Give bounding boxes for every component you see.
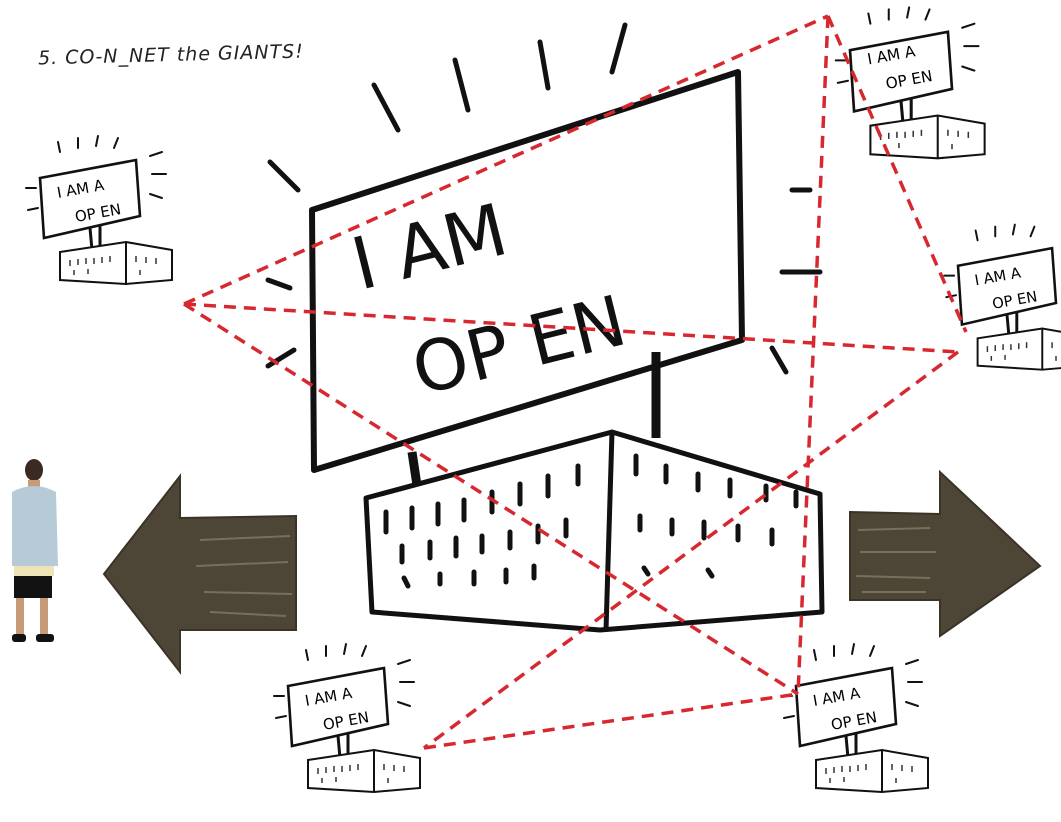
main-sign-rays xyxy=(265,22,823,375)
link-bottomleft-bottomright xyxy=(423,692,799,750)
link-left-topright xyxy=(183,14,829,306)
small-building-left: I AM A OP EN xyxy=(24,134,174,286)
person-figure xyxy=(12,459,58,642)
main-building-base xyxy=(363,429,825,633)
main-building-windows xyxy=(383,453,799,589)
small-building-top-right: I AM A OP EN xyxy=(834,5,987,160)
small-building-right: I AM A OP EN xyxy=(942,223,1061,372)
main-building: I AM OP EN xyxy=(309,69,825,633)
arrow-left-icon xyxy=(102,473,297,675)
link-topright-bottomright xyxy=(796,15,830,695)
link-right-bottomleft xyxy=(422,350,960,750)
small-building-bottom-right: I AM A OP EN xyxy=(780,642,930,794)
small-building-bottom-left: I AM A OP EN xyxy=(272,642,422,794)
connection-lines xyxy=(183,14,968,750)
main-sign-board xyxy=(309,69,745,473)
link-left-right xyxy=(183,302,959,354)
link-left-bottomright xyxy=(183,302,799,696)
link-topright-right xyxy=(826,15,968,333)
arrow-right-icon xyxy=(849,469,1042,638)
